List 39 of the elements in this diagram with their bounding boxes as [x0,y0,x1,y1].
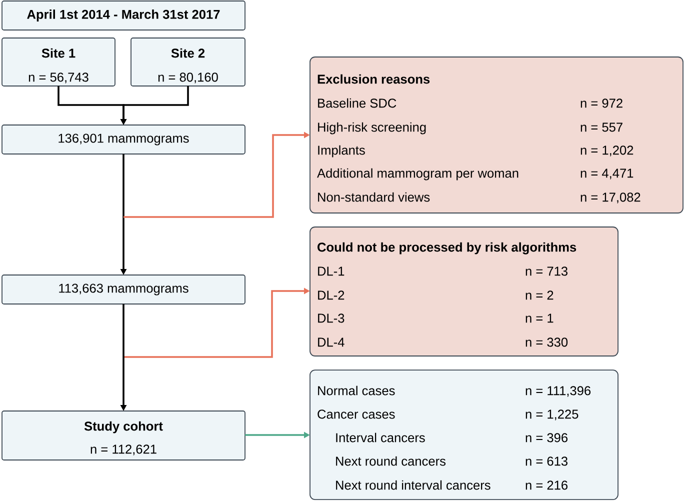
count-text: n = 4,471 [580,168,634,180]
count-text: n = 80,160 [158,72,218,84]
box-heading: Study cohort [84,421,163,434]
row-label: Next round interval cancers [336,480,490,490]
box-heading: Site 1 [42,48,76,58]
count-text: n = 112,621 [90,444,156,456]
count-text: n = 111,396 [526,386,591,397]
row-label: Implants [318,145,365,158]
row-label: DL-3 [318,314,344,323]
row-label: Interval cancers [336,432,425,442]
row-label: Baseline SDC [318,98,396,108]
row-label: High-risk screening [318,122,426,134]
header-box: April 1st 2014 - March 31st 2017 [2,0,246,30]
count-text: n = 1,202 [580,146,634,156]
row-label: Cancer cases [318,410,395,419]
row-label: DL-1 [318,266,344,276]
count-text: n = 613 [526,456,568,466]
box-heading: Site 2 [171,48,205,58]
count-text: n = 216 [526,480,568,490]
process-box: 136,901 mammograms [2,124,246,154]
count-text: n = 56,743 [28,72,88,84]
count-text: n = 1,225 [526,410,578,420]
row-label: DL-2 [318,290,344,300]
count-text: n = 17,082 [580,192,640,204]
box-heading: Could not be processed by risk algorithms [318,242,576,254]
count-text: n = 396 [526,433,568,442]
row-label: Normal cases [318,386,395,396]
count-text: n = 2 [526,290,554,300]
box-heading: Exclusion reasons [318,74,430,84]
row-label: Next round cancers [336,456,446,466]
count-text: n = 713 [526,266,568,276]
process-box: 113,663 mammograms [2,274,246,304]
row-label: DL-4 [318,338,344,347]
row-label: Additional mammogram per woman [317,168,518,180]
row-label: Non-standard views [318,192,430,202]
count-text: n = 557 [580,122,622,132]
count-text: n = 330 [526,338,568,347]
count-text: n = 972 [580,98,622,108]
count-text: n = 1 [526,314,554,323]
